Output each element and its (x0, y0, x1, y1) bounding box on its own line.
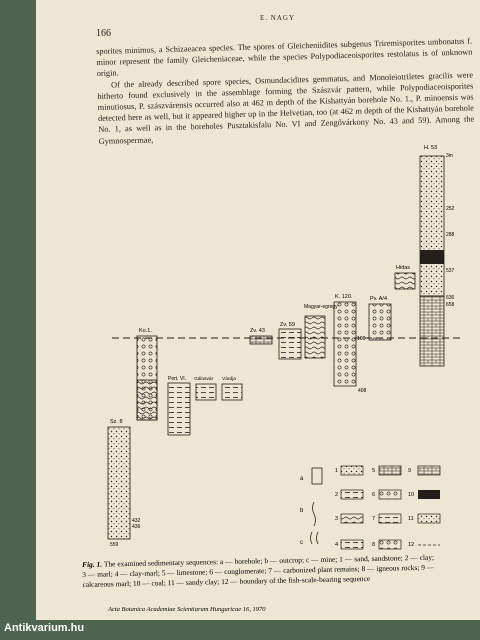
legend-number: 10 (408, 492, 414, 498)
column-ko1-lower (136, 379, 158, 421)
depth-label: 559 (110, 542, 119, 548)
legend-number: 8 (372, 542, 375, 548)
column-h53-upper (419, 155, 445, 297)
running-title: E. NAGY (260, 14, 295, 22)
depth-label: 252 (446, 206, 455, 212)
legend-number: 6 (372, 492, 375, 498)
column-label: Magyar-egregy (304, 304, 338, 310)
legend-type-label: c (300, 540, 303, 546)
column-label: Hidas (396, 265, 410, 271)
column-label: Zv. 59 (280, 322, 295, 328)
depth-label: 432 (132, 518, 141, 524)
depth-label: 436 (132, 524, 141, 530)
depth-label: 3m (446, 153, 453, 159)
depth-label: 636 (446, 295, 455, 301)
legend-number: 7 (372, 516, 375, 522)
column-sz8 (107, 426, 131, 540)
column-zv59 (278, 328, 302, 360)
column-hidas (394, 272, 416, 290)
legend: a b c 1 2 3 4 5 6 7 8 9 10 11 12 (300, 465, 441, 550)
legend-number: 12 (408, 542, 414, 548)
depth-label: 108 (357, 336, 366, 342)
column-label: H. 53 (424, 145, 437, 151)
column-label: Gálosvár (194, 376, 214, 382)
caption-label: Fig. 1. (82, 559, 103, 569)
column-label: Zv. 43 (250, 328, 265, 334)
depth-label: 408 (358, 388, 367, 394)
depth-label: 288 (446, 232, 455, 238)
journal-line: Acta Botanica Academiae Scientiarum Hung… (108, 606, 266, 613)
column-magyaregregy (304, 315, 326, 359)
page-number: 166 (96, 28, 111, 39)
column-pert6 (167, 382, 191, 436)
legend-number: 9 (408, 468, 411, 474)
legend-type-label: b (300, 508, 304, 514)
legend-number: 4 (335, 542, 338, 548)
column-h53-band (420, 250, 444, 264)
column-label: K. 120. (335, 294, 353, 300)
column-label: Sz. 8 (110, 419, 123, 425)
watermark: Antikvarium.hu (4, 622, 85, 634)
legend-number: 2 (335, 492, 338, 498)
column-pva4 (368, 303, 392, 341)
column-vardja (221, 383, 243, 401)
depth-label: 537 (446, 268, 455, 274)
column-label: Várdja (222, 376, 236, 382)
legend-number: 11 (408, 516, 414, 522)
column-galosvar (195, 383, 217, 401)
legend-number: 1 (335, 468, 338, 474)
caption-text: The examined sedimentary sequences: a — … (82, 552, 435, 589)
legend-number: 3 (335, 516, 338, 522)
legend-number: 5 (372, 468, 375, 474)
column-k120 (333, 301, 357, 387)
column-zv43 (249, 335, 273, 345)
column-label: Pv. A/4 (370, 296, 387, 302)
column-h53-lower (419, 295, 445, 367)
legend-type-label: a (300, 476, 304, 482)
column-label: Ko.1. (139, 328, 152, 334)
depth-label: 658 (446, 302, 455, 308)
column-label: Pert. VI. (168, 376, 186, 382)
